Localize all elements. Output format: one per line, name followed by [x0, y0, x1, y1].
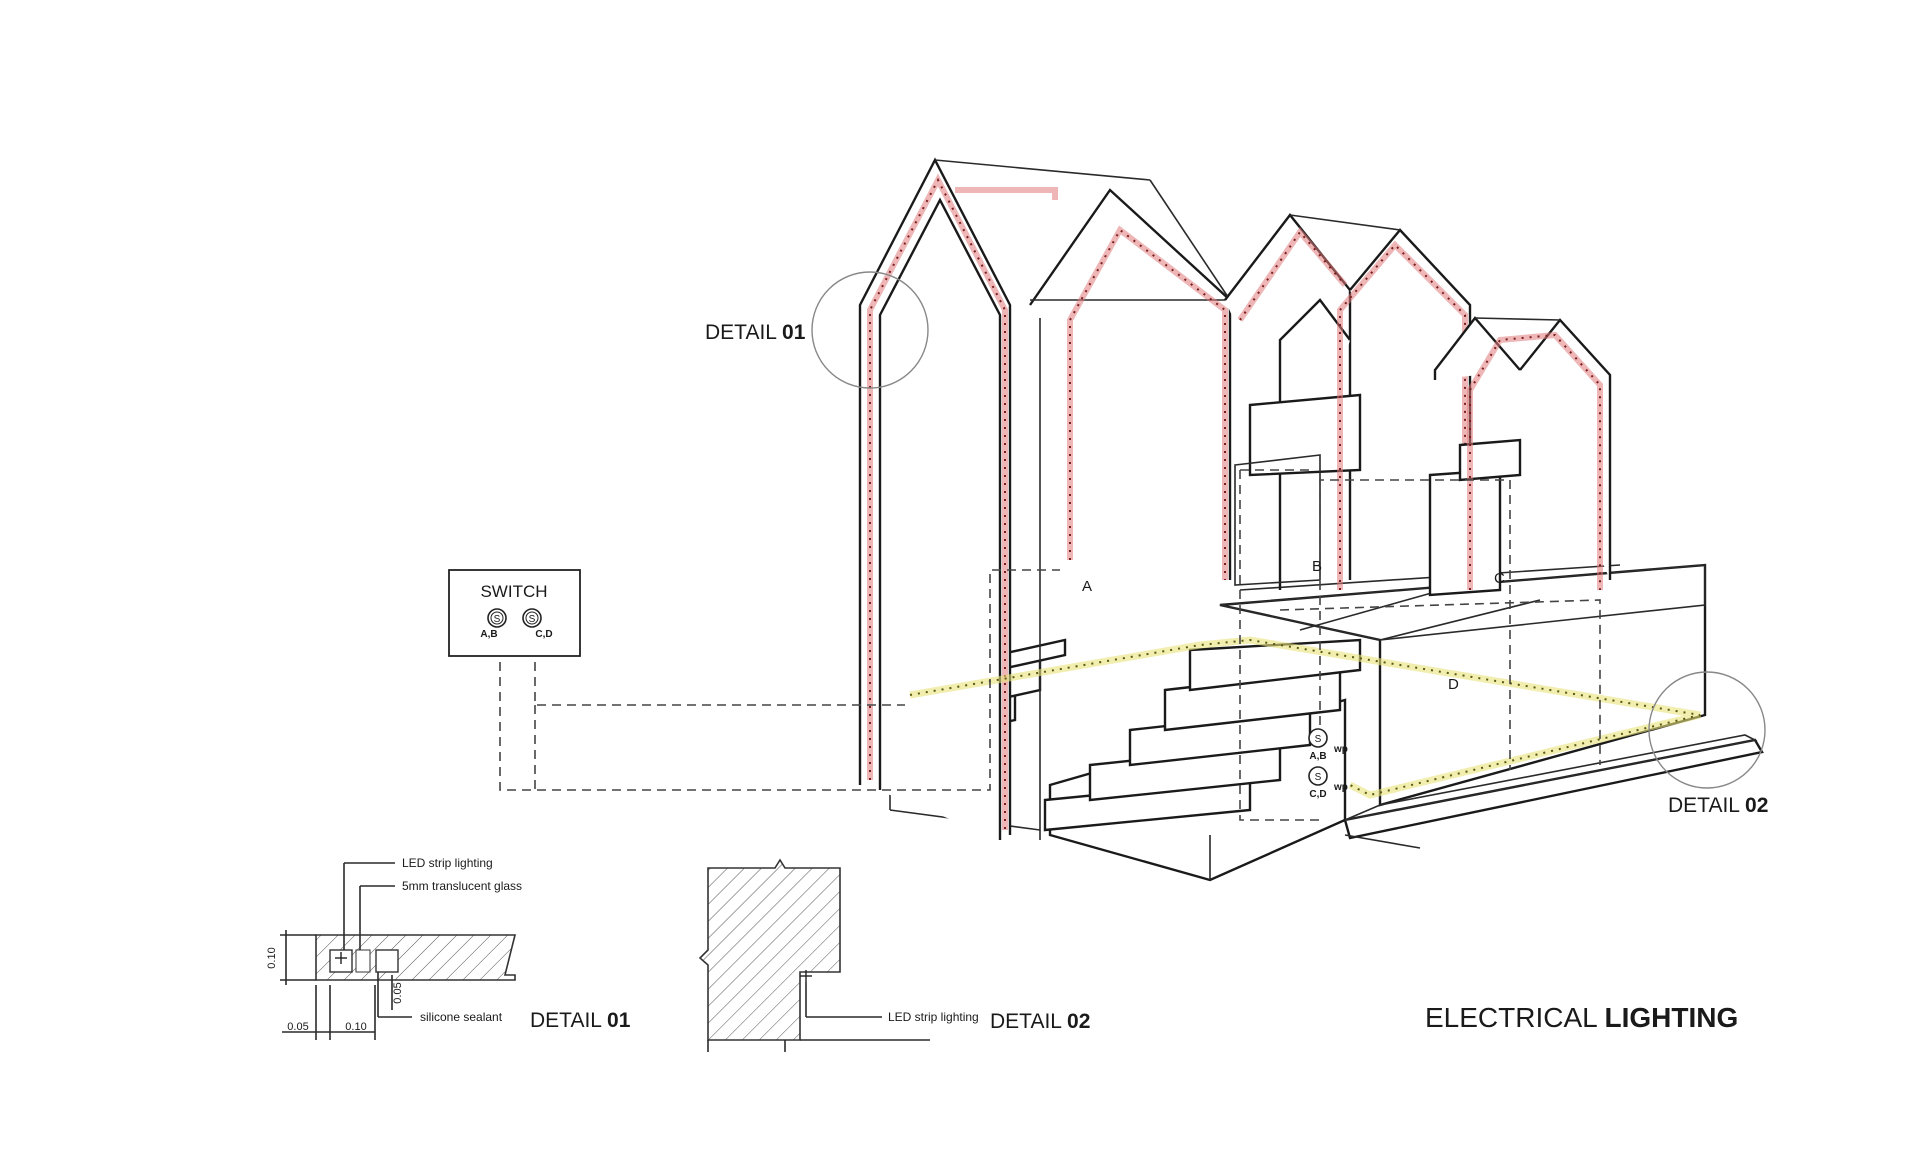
switch-2-label: C,D — [535, 629, 552, 640]
circuit-letter-b: B — [1312, 558, 1322, 575]
drawing-title: ELECTRICAL LIGHTING — [1425, 1002, 1738, 1033]
wall-switch-ab-suffix: wp — [1333, 744, 1348, 755]
circuit-letter-a: A — [1082, 578, 1092, 595]
d1-dim-010-horizontal: 0.10 — [345, 1021, 366, 1033]
d2-note-led: LED strip lighting — [888, 1010, 979, 1024]
d1-dim-005-horizontal: 0.05 — [287, 1021, 308, 1033]
detail-01-marker — [811, 271, 929, 389]
wall-switch-cd-suffix: wp — [1333, 782, 1348, 793]
switch-1-symbol: S — [494, 614, 501, 625]
callout-detail-01: DETAIL 01 — [705, 321, 806, 344]
circuit-letter-d: D — [1448, 676, 1459, 693]
wall-switch-cd: S C,D wp — [1308, 766, 1348, 800]
house-frame-1 — [858, 157, 1232, 840]
wall-switch-ab-symbol: S — [1315, 734, 1322, 745]
wiring — [499, 469, 1601, 821]
circuit-letter-c: C — [1494, 570, 1505, 587]
detail-02-marker — [1648, 671, 1766, 789]
switch-1-label: A,B — [480, 629, 497, 640]
wall-switch-ab-label: A,B — [1309, 751, 1326, 762]
d1-dim-010-vertical: 0.10 — [266, 947, 278, 968]
wall-switch-ab: S A,B wp — [1308, 728, 1348, 762]
d2-label: DETAIL 02 — [990, 1010, 1090, 1033]
wall-switch-cd-symbol: S — [1315, 772, 1322, 783]
detail-02-section: LED strip lighting DETAIL 02 — [698, 858, 1090, 1052]
d1-note-sealant: silicone sealant — [420, 1010, 503, 1024]
wall-switch-cd-label: C,D — [1309, 789, 1326, 800]
stairs-front — [1043, 638, 1362, 880]
d1-note-led: LED strip lighting — [402, 856, 493, 870]
led-loop-d — [909, 636, 1701, 799]
detail-01-section: 0.10 0.05 0.05 0.10 LED strip lighting 5… — [266, 856, 631, 1040]
d1-label: DETAIL 01 — [530, 1009, 631, 1032]
d1-dim-005-vertical: 0.05 — [392, 982, 404, 1003]
switch-2-symbol: S — [529, 614, 536, 625]
d1-note-glass: 5mm translucent glass — [402, 879, 522, 893]
switch-panel-title: SWITCH — [480, 582, 547, 601]
house-frame-3 — [1428, 316, 1612, 597]
callout-detail-02: DETAIL 02 — [1668, 794, 1768, 817]
switch-panel: SWITCH S A,B S C,D — [448, 569, 581, 657]
